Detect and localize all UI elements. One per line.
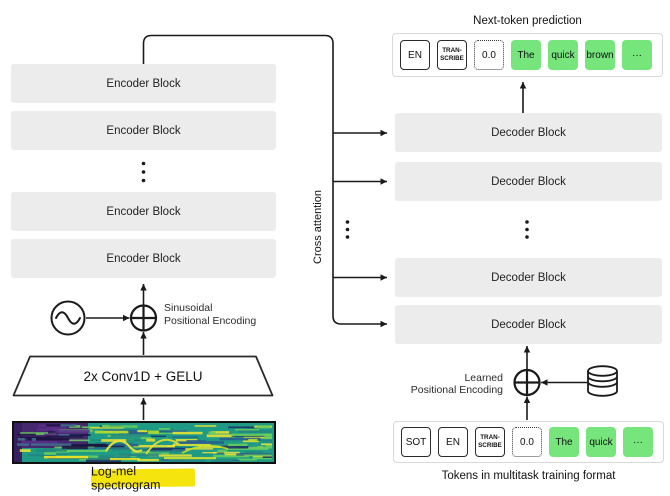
token-brown: brown xyxy=(585,40,615,70)
sine-icon xyxy=(50,300,86,336)
token-transcribe: TRAN- SCRIBE xyxy=(437,40,467,70)
token-ellipsis: ··· xyxy=(623,427,653,457)
encoder-block-1: Encoder Block xyxy=(11,64,276,103)
spectrogram-art xyxy=(14,423,274,463)
plus-circle-decoder-icon xyxy=(513,368,541,397)
token-the: The xyxy=(549,427,579,457)
encoder-block-2: Encoder Block xyxy=(11,111,276,150)
vertical-dots-encoder xyxy=(141,161,146,183)
decoder-block-1: Decoder Block xyxy=(395,113,662,152)
token-quick: quick xyxy=(586,427,616,457)
log-mel-highlight: Log-mel spectrogram xyxy=(91,464,196,493)
vertical-dots-decoder xyxy=(525,220,529,239)
token-transcribe: TRAN- SCRIBE xyxy=(475,427,505,457)
database-icon xyxy=(587,365,618,397)
token-timestamp: 0.0 xyxy=(512,427,542,457)
decoder-block-3: Decoder Block xyxy=(395,258,662,297)
plus-circle-encoder-icon xyxy=(129,304,158,332)
vertical-dots-cross-attention xyxy=(345,220,350,239)
learned-positional-encoding-label: Learned Positional Encoding xyxy=(403,372,503,397)
decoder-block-2: Decoder Block xyxy=(395,162,662,201)
input-token-row: SOT EN TRAN- SCRIBE 0.0 The quick ··· xyxy=(393,421,664,463)
token-the: The xyxy=(511,40,541,70)
cross-attention-label: Cross attention xyxy=(312,190,324,264)
token-en: EN xyxy=(400,40,430,70)
next-token-prediction-title: Next-token prediction xyxy=(473,15,582,27)
tokens-caption: Tokens in multitask training format xyxy=(441,470,616,482)
learned-line1: Learned xyxy=(464,371,503,384)
conv-gelu-label: 2x Conv1D + GELU xyxy=(83,369,203,384)
token-ellipsis: ··· xyxy=(622,40,652,70)
decoder-block-4: Decoder Block xyxy=(395,305,662,344)
encoder-block-3: Encoder Block xyxy=(11,192,276,231)
learned-line2: Positional Encoding xyxy=(410,384,503,396)
token-timestamp: 0.0 xyxy=(474,40,504,70)
output-token-row: EN TRAN- SCRIBE 0.0 The quick brown ··· xyxy=(392,33,663,77)
encoder-block-4: Encoder Block xyxy=(11,239,276,278)
token-en: EN xyxy=(438,427,468,457)
log-mel-label: Log-mel spectrogram xyxy=(90,464,161,493)
spectrogram-image xyxy=(12,421,276,464)
sinusoidal-line1: Sinusoidal xyxy=(164,302,213,314)
token-sot: SOT xyxy=(401,427,431,457)
token-quick: quick xyxy=(548,40,578,70)
sinusoidal-positional-encoding-label: Sinusoidal Positional Encoding xyxy=(164,302,256,327)
sinusoidal-line2: Positional Encoding xyxy=(164,314,257,327)
